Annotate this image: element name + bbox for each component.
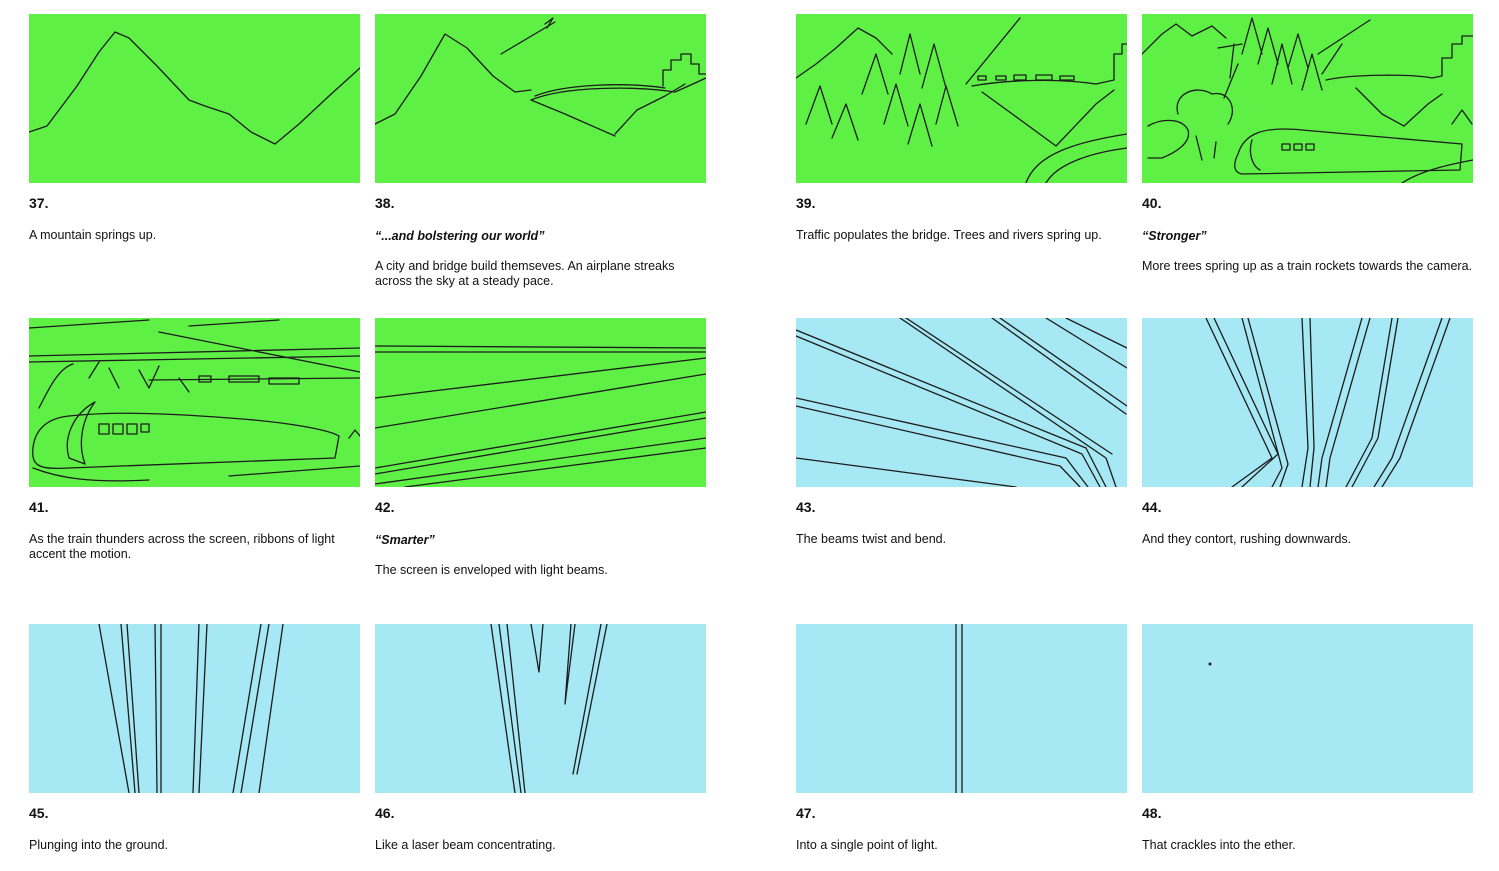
- storyboard-panel-45: 45. Plunging into the ground.: [29, 624, 360, 852]
- panel-image-light-beams: [375, 318, 706, 487]
- storyboard-panel-41: 41. As the train thunders across the scr…: [29, 318, 360, 561]
- panel-image-train-trees: [1142, 14, 1473, 183]
- traffic-trees-sketch: [796, 14, 1127, 183]
- panel-caption: Plunging into the ground.: [29, 838, 168, 852]
- panel-image-ether: [1142, 624, 1473, 793]
- panel-caption: The beams twist and bend.: [796, 532, 947, 546]
- panel-caption: Traffic populates the bridge. Trees and …: [796, 228, 1102, 242]
- panel-image-city-bridge: [375, 14, 706, 183]
- storyboard-panel-47: 47. Into a single point of light.: [796, 624, 1127, 852]
- panel-image-beams-twist: [796, 318, 1127, 487]
- panel-number: 46.: [375, 805, 395, 821]
- panel-caption: The screen is enveloped with light beams…: [375, 563, 608, 577]
- mountain-sketch: [29, 14, 360, 183]
- panel-image-single-point: [796, 624, 1127, 793]
- storyboard-panel-37: 37. A mountain springs up.: [29, 14, 360, 242]
- storyboard-panel-46: 46. Like a laser beam concentrating.: [375, 624, 706, 852]
- panel-image-beams-contort: [1142, 318, 1473, 487]
- panel-number: 44.: [1142, 499, 1162, 515]
- panel-caption: Into a single point of light.: [796, 838, 938, 852]
- ether-sketch: [1142, 624, 1473, 793]
- panel-caption: As the train thunders across the screen,…: [29, 532, 335, 561]
- panel-image-laser-concentrating: [375, 624, 706, 793]
- panel-number: 39.: [796, 195, 816, 211]
- beams-contort-sketch: [1142, 318, 1473, 487]
- storyboard-panel-38: 38. “...and bolstering our world” A city…: [375, 14, 706, 288]
- panel-caption: A city and bridge build themseves. An ai…: [375, 259, 675, 288]
- storyboard-panel-42: 42. “Smarter” The screen is enveloped wi…: [375, 318, 706, 577]
- panel-caption: A mountain springs up.: [29, 228, 157, 242]
- laser-concentrating-sketch: [375, 624, 706, 793]
- single-point-sketch: [796, 624, 1127, 793]
- panel-number: 37.: [29, 195, 49, 211]
- storyboard-panel-43: 43. The beams twist and bend.: [796, 318, 1127, 546]
- train-ribbons-sketch: [29, 318, 360, 487]
- panel-dialogue: “...and bolstering our world”: [375, 229, 545, 243]
- city-bridge-sketch: [375, 14, 706, 183]
- panel-caption: That crackles into the ether.: [1142, 838, 1296, 852]
- panel-image-traffic-trees: [796, 14, 1127, 183]
- panel-number: 38.: [375, 195, 395, 211]
- panel-dialogue: “Smarter”: [375, 533, 435, 547]
- beams-twist-sketch: [796, 318, 1127, 487]
- panel-number: 45.: [29, 805, 49, 821]
- storyboard-panel-48: 48. That crackles into the ether.: [1142, 624, 1473, 852]
- panel-dialogue: “Stronger”: [1142, 229, 1207, 243]
- panel-caption: More trees spring up as a train rockets …: [1142, 259, 1473, 273]
- panel-image-train-thunders: [29, 318, 360, 487]
- panel-number: 41.: [29, 499, 49, 515]
- panel-number: 48.: [1142, 805, 1162, 821]
- panel-image-mountain: [29, 14, 360, 183]
- panel-number: 43.: [796, 499, 816, 515]
- plunging-beams-sketch: [29, 624, 360, 793]
- storyboard-panel-39: 39. Traffic populates the bridge. Trees …: [796, 14, 1127, 242]
- light-beams-sketch: [375, 318, 706, 487]
- panel-number: 42.: [375, 499, 395, 515]
- panel-image-plunging: [29, 624, 360, 793]
- panel-number: 40.: [1142, 195, 1162, 211]
- panel-caption: And they contort, rushing downwards.: [1142, 532, 1352, 546]
- panel-caption: Like a laser beam concentrating.: [375, 838, 556, 852]
- panel-number: 47.: [796, 805, 816, 821]
- train-trees-sketch: [1142, 14, 1473, 183]
- storyboard-panel-44: 44. And they contort, rushing downwards.: [1142, 318, 1473, 546]
- storyboard-panel-40: 40. “Stronger” More trees spring up as a…: [1142, 14, 1473, 273]
